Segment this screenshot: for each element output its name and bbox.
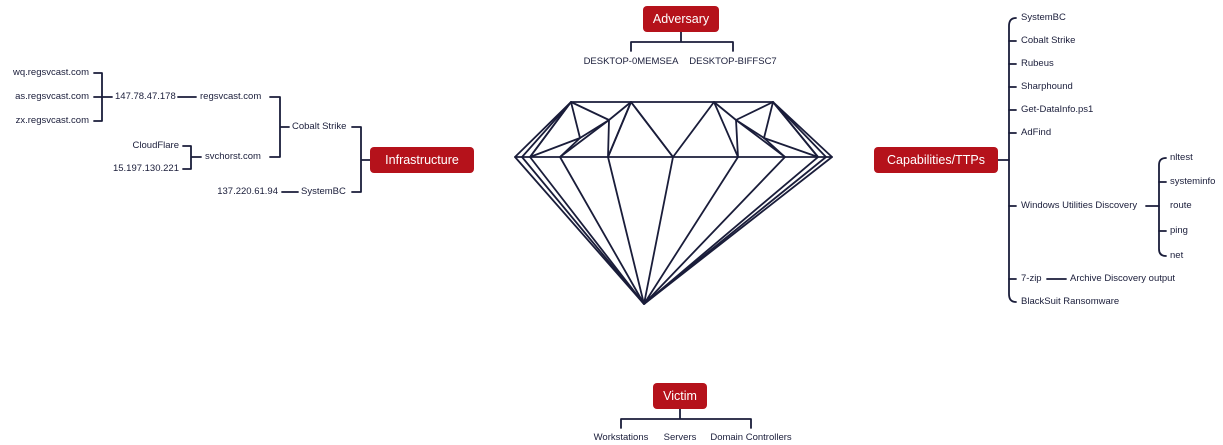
domain-svchorst: svchorst.com bbox=[205, 151, 261, 162]
cloudflare-bracket bbox=[182, 145, 202, 170]
victim-label: Victim bbox=[653, 383, 707, 409]
capability-archive-output: Archive Discovery output bbox=[1070, 273, 1176, 284]
ip-15: 15.197.130.221 bbox=[112, 163, 179, 174]
windows-spine bbox=[1158, 157, 1167, 257]
tool-systeminfo: systeminfo bbox=[1170, 176, 1216, 187]
tool-route: route bbox=[1170, 200, 1192, 211]
capability-blacksuit: BlackSuit Ransomware bbox=[1021, 296, 1120, 307]
cloudflare-label: CloudFlare bbox=[132, 140, 179, 151]
capability-7zip: 7-zip bbox=[1021, 273, 1042, 284]
infrastructure-label: Infrastructure bbox=[370, 147, 474, 173]
capability-cobalt-strike: Cobalt Strike bbox=[1021, 35, 1076, 46]
windows-ticks bbox=[1158, 181, 1167, 232]
capability-windows-discovery: Windows Utilities Discovery bbox=[1021, 200, 1138, 211]
capability-adfind: AdFind bbox=[1021, 127, 1052, 138]
ip-147: 147.78.47.178 bbox=[115, 91, 176, 102]
ip-137: 137.220.61.94 bbox=[217, 186, 278, 197]
adversary-host-2: DESKTOP-BIFFSC7 bbox=[689, 56, 777, 67]
cobalt-strike-label: Cobalt Strike bbox=[292, 121, 347, 132]
domain-as: as.regsvcast.com bbox=[15, 91, 89, 102]
domains-bracket bbox=[93, 72, 103, 122]
systembc-label: SystemBC bbox=[301, 186, 346, 197]
victim-item-servers: Servers bbox=[663, 432, 697, 443]
cobalt-bracket bbox=[269, 96, 290, 158]
infrastructure-bracket bbox=[351, 126, 371, 193]
capabilities-spine bbox=[1008, 17, 1017, 303]
adversary-connector bbox=[630, 31, 734, 52]
domain-zx: zx.regsvcast.com bbox=[15, 115, 89, 126]
victim-item-domain-controllers: Domain Controllers bbox=[710, 432, 792, 443]
adversary-label: Adversary bbox=[643, 6, 719, 32]
capabilities-ticks bbox=[1008, 40, 1017, 280]
capabilities-label: Capabilities/TTPs bbox=[874, 147, 998, 173]
victim-connector bbox=[620, 408, 752, 429]
diamond-icon bbox=[514, 101, 833, 305]
capability-systembc: SystemBC bbox=[1021, 12, 1066, 23]
domain-wq: wq.regsvcast.com bbox=[12, 67, 89, 78]
tool-nltest: nltest bbox=[1170, 152, 1193, 163]
tool-ping: ping bbox=[1170, 225, 1188, 236]
tool-net: net bbox=[1170, 250, 1184, 261]
adversary-host-1: DESKTOP-0MEMSEA bbox=[583, 56, 679, 67]
capability-sharphound: Sharphound bbox=[1021, 81, 1073, 92]
capability-get-datainfo: Get-DataInfo.ps1 bbox=[1021, 104, 1094, 115]
victim-item-workstations: Workstations bbox=[593, 432, 649, 443]
domain-regsvcast: regsvcast.com bbox=[200, 91, 262, 102]
capability-rubeus: Rubeus bbox=[1021, 58, 1054, 69]
